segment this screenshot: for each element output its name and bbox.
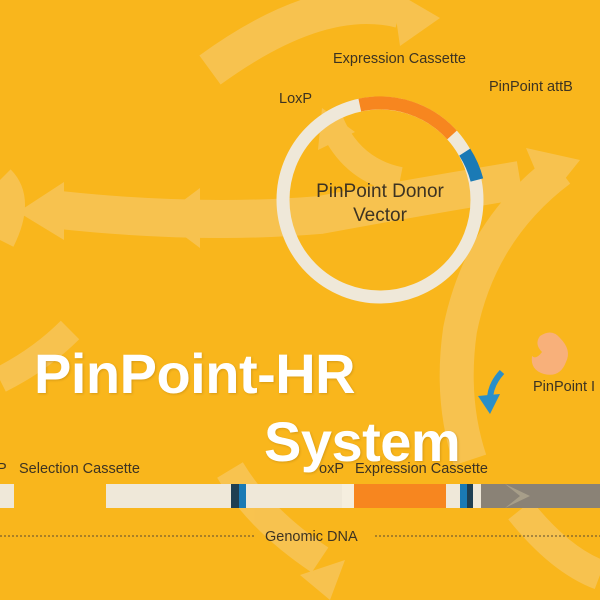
- track-gray-overlay-arrow: [505, 484, 530, 508]
- flow-arc-right: [439, 156, 571, 466]
- track-light-2: [473, 484, 481, 508]
- title-line2: System: [264, 410, 461, 473]
- track-dark-band-1: [231, 484, 239, 508]
- donor-vector-plasmid: [276, 96, 484, 304]
- flow-arrowhead-left: [18, 182, 64, 240]
- donor-vector-name-line2: Vector: [353, 204, 407, 226]
- flow-arrowhead-right: [526, 148, 580, 200]
- flow-arc-left-band: [57, 161, 524, 238]
- genomic-track: [0, 484, 600, 537]
- label-expression-cassette: Expression Cassette: [333, 51, 466, 67]
- label-attb: PinPoint attB: [489, 79, 573, 95]
- flow-arc-bottom: [217, 462, 329, 573]
- flow-arc-left-side: [0, 169, 25, 247]
- title-line1: PinPoint-HR: [34, 342, 356, 405]
- label-loxp-track: oxP: [319, 461, 344, 477]
- track-blue-band-1: [239, 484, 246, 508]
- expression-cassette-segment: [358, 96, 457, 140]
- flow-arrowhead-top: [393, 0, 440, 46]
- label-selection-prefix: P: [0, 461, 7, 477]
- label-expression-cassette-track: Expression Cassette: [355, 461, 488, 477]
- track-light-gap: [342, 484, 354, 508]
- flow-arrowhead-bottom: [300, 560, 345, 600]
- integrase-enzyme-icon: [531, 332, 568, 375]
- label-genomic-dna: Genomic DNA: [265, 529, 358, 545]
- track-genomic-gray: [481, 484, 600, 508]
- track-after-expression: [446, 484, 460, 508]
- donor-vector-name: PinPoint Donor Vector: [300, 180, 460, 228]
- flow-arrowhead-mid: [160, 188, 200, 248]
- pointer-arrow-icon: [478, 369, 505, 414]
- donor-vector-name-line1: PinPoint Donor: [316, 181, 444, 202]
- flow-arc-bottom-right: [508, 500, 600, 590]
- label-integrase: PinPoint I: [533, 379, 596, 395]
- track-expression-cassette: [354, 484, 446, 508]
- track-blue-band-2: [460, 484, 467, 508]
- flow-arc-bottom-left: [0, 320, 80, 392]
- track-left-segment: [0, 484, 14, 508]
- attb-segment: [459, 148, 484, 182]
- label-selection-cassette: Selection Cassette: [19, 461, 140, 477]
- track-selection-body: [106, 484, 231, 508]
- track-mid-segment: [246, 484, 342, 508]
- label-loxp: LoxP: [279, 91, 313, 107]
- flow-arc-top: [199, 0, 403, 85]
- track-dark-band-2: [467, 484, 473, 508]
